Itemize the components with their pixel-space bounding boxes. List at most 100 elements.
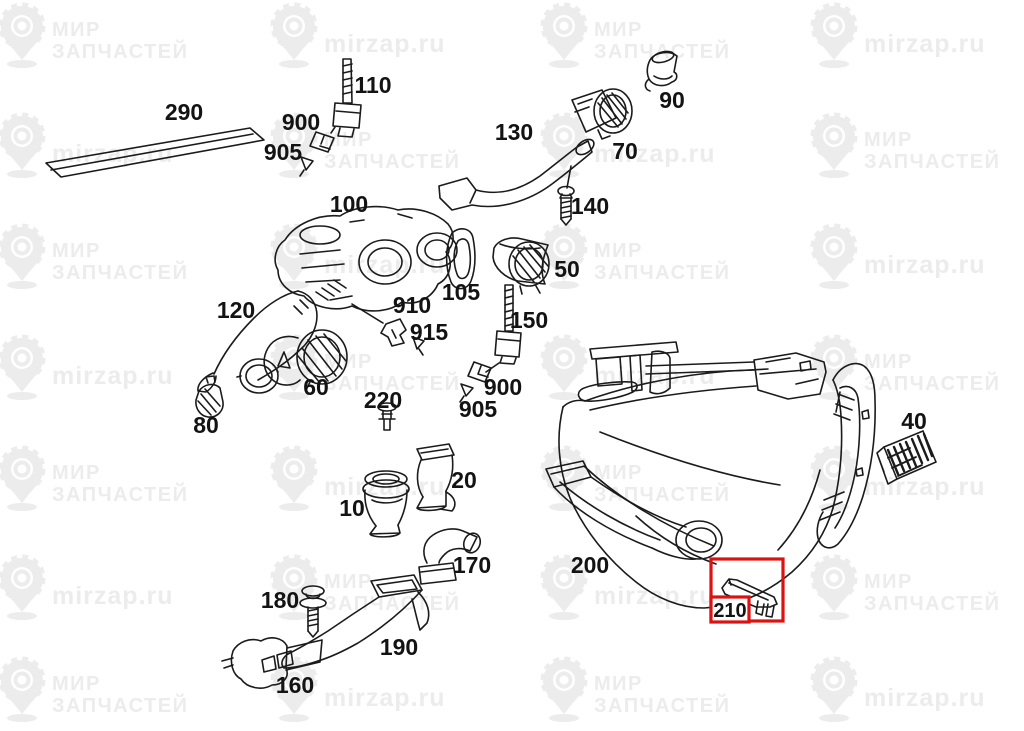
watermark-brand-text: МИР [864, 129, 913, 151]
part-170-elbow [418, 528, 482, 585]
part-label-200: 200 [571, 552, 609, 578]
part-label-900: 900 [484, 374, 522, 400]
part-70-vent [571, 88, 633, 140]
part-220-rivet [377, 402, 397, 431]
watermark-site-text: mirzap.ru [52, 582, 174, 610]
part-60-vent [263, 329, 348, 391]
watermark-brand-text: МИР [324, 351, 373, 373]
part-label-10: 10 [339, 495, 365, 521]
watermark-brand-text: МИР [594, 673, 643, 695]
watermark-logo-icon [1, 448, 43, 511]
watermark-site-text: mirzap.ru [324, 30, 446, 58]
watermark-mark: mirzap.ru [1, 557, 174, 620]
watermark-site-text: mirzap.ru [594, 582, 716, 610]
part-label-905: 905 [264, 139, 303, 165]
part-150-sensor [485, 284, 522, 373]
part-label-210: 210 [713, 600, 746, 622]
part-160-duct [221, 637, 323, 689]
part-label-130: 130 [495, 119, 533, 145]
watermark-brand-text: ЗАПЧАСТЕЙ [594, 693, 730, 717]
part-label-905: 905 [459, 396, 498, 422]
watermark-brand-text: ЗАПЧАСТЕЙ [52, 693, 188, 717]
part-labels: 2901109009051001307090140105509109151206… [165, 72, 927, 698]
watermark-brand-text: ЗАПЧАСТЕЙ [52, 482, 188, 506]
watermark-brand-text: ЗАПЧАСТЕЙ [52, 39, 188, 63]
part-label-190: 190 [380, 634, 418, 660]
part-label-160: 160 [276, 672, 314, 698]
watermark-brand-text: ЗАПЧАСТЕЙ [594, 482, 730, 506]
watermark-brand-text: МИР [864, 571, 913, 593]
part-label-50: 50 [554, 256, 580, 282]
watermark-mark: mirzap.ru [813, 226, 985, 289]
part-910-clip [380, 318, 407, 347]
watermark-brand-text: ЗАПЧАСТЕЙ [594, 39, 730, 63]
part-label-180: 180 [261, 587, 299, 613]
watermark-logo-icon [543, 5, 585, 68]
part-40-grille [876, 430, 937, 485]
watermark-brand-text: МИР [594, 462, 643, 484]
part-label-80: 80 [193, 412, 219, 438]
watermark-mark: mirzap.ru [1, 115, 173, 178]
part-label-105: 105 [442, 279, 481, 305]
watermark-logo-icon [543, 337, 585, 400]
part-110-sensor [330, 58, 362, 138]
diagram-line-art [45, 50, 937, 689]
part-20-connector [416, 443, 456, 512]
part-10-connector [362, 470, 410, 538]
part-90-nozzle [644, 50, 678, 92]
part-label-900: 900 [282, 109, 320, 135]
part-80-vent [195, 375, 224, 418]
watermark-mark: mirzap.ru [813, 5, 986, 68]
watermark-site-text: mirzap.ru [864, 684, 986, 712]
watermark-logo-icon [813, 337, 855, 400]
part-label-40: 40 [901, 408, 927, 434]
part-130-duct [438, 138, 595, 211]
part-140-screw [557, 185, 575, 226]
part-50-vent [492, 237, 550, 295]
watermark-mark: mirzap.ru [813, 448, 985, 511]
watermark-brand-text: МИР [594, 240, 643, 262]
watermark-logo-icon [1, 5, 43, 68]
watermark-logo-icon [813, 5, 855, 68]
part-label-220: 220 [364, 387, 402, 413]
watermark-brand-text: ЗАПЧАСТЕЙ [864, 149, 1000, 173]
watermark-brand-text: ЗАПЧАСТЕЙ [864, 371, 1000, 395]
watermark-brand-text: ЗАПЧАСТЕЙ [594, 260, 730, 284]
watermark-brand-text: МИР [52, 673, 101, 695]
part-label-150: 150 [510, 307, 548, 333]
watermark-logo-icon [813, 557, 855, 620]
part-label-70: 70 [612, 138, 638, 164]
part-label-140: 140 [571, 193, 609, 219]
watermark-logo-icon [813, 115, 855, 178]
watermark-brand-text: МИР [52, 462, 101, 484]
part-label-915: 915 [410, 319, 449, 345]
watermark-logo-icon [813, 659, 855, 722]
watermark-site-text: mirzap.ru [864, 30, 986, 58]
watermark-logo-icon [543, 659, 585, 722]
watermark-brand-text: ЗАПЧАСТЕЙ [52, 260, 188, 284]
watermark-site-text: mirzap.ru [324, 684, 446, 712]
part-180-rivet [299, 585, 327, 638]
watermark-site-text: mirzap.ru [52, 362, 174, 390]
watermark-brand-text: МИР [52, 19, 101, 41]
watermark-site-text: mirzap.ru [594, 140, 716, 168]
watermark-logo-icon [273, 5, 315, 68]
watermark-logo-icon [1, 659, 43, 722]
watermark-mark: mirzap.ru [273, 659, 446, 722]
part-label-100: 100 [330, 191, 368, 217]
watermark-logo-icon [813, 226, 855, 289]
watermark-logo-icon [1, 226, 43, 289]
watermark-mark: mirzap.ru [813, 659, 986, 722]
watermark-brand-text: ЗАПЧАСТЕЙ [324, 149, 460, 173]
watermark-logo-icon [273, 448, 315, 511]
part-label-170: 170 [453, 552, 491, 578]
